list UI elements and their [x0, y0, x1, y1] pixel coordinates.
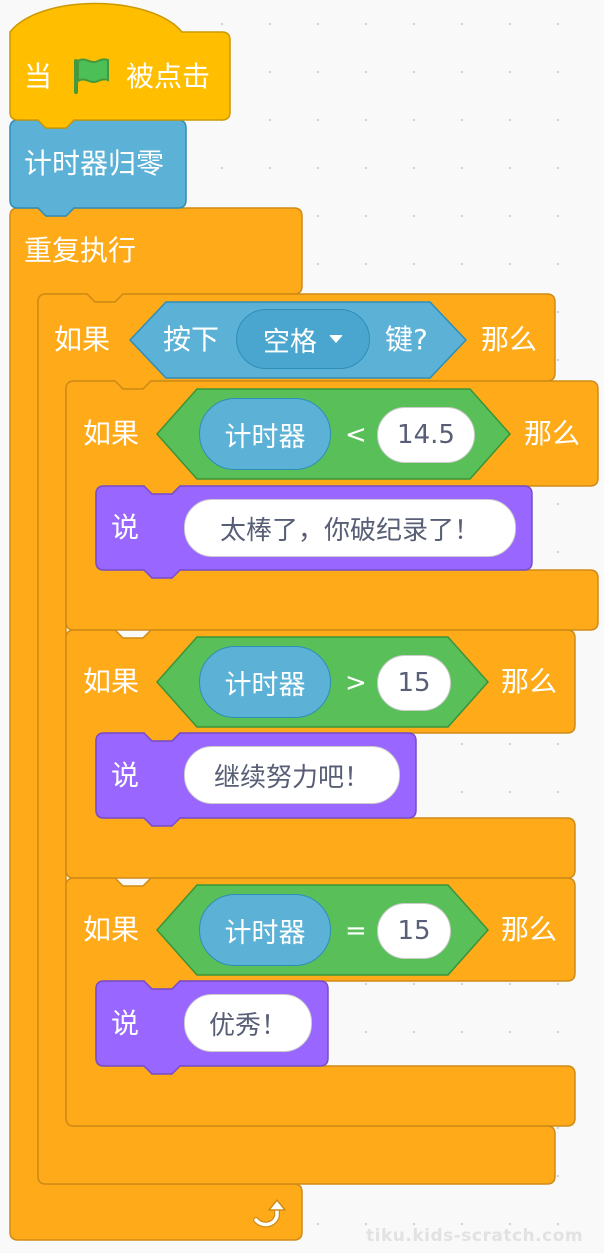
reset-timer-label: 计时器归零: [24, 147, 165, 180]
threshold-input-3[interactable]: 15: [377, 903, 451, 959]
forever-label: 重复执行: [24, 234, 137, 267]
inner-if-3-then-label: 那么: [501, 913, 558, 946]
inner-if-2-label: 如果: [83, 665, 140, 698]
when-flag-clicked-block[interactable]: [9, 2, 231, 129]
timer-reporter-3[interactable]: 计时器: [199, 894, 331, 966]
say-2-label: 说: [111, 759, 140, 792]
green-flag-icon: [74, 58, 109, 94]
key-pressed-label: 按下: [163, 323, 220, 356]
equals-operator: =: [345, 916, 367, 946]
inner-if-1-label: 如果: [83, 417, 140, 450]
timer-reporter-1[interactable]: 计时器: [199, 398, 331, 470]
key-dropdown-value: 空格: [263, 326, 317, 358]
hat-suffix-label: 被点击: [126, 60, 211, 93]
threshold-input-2[interactable]: 15: [377, 655, 451, 711]
say-message-input-2[interactable]: 继续努力吧！: [184, 746, 400, 804]
inner-if-1-then-label: 那么: [524, 417, 581, 450]
less-than-operator: <: [345, 420, 367, 450]
key-suffix-label: 键?: [385, 323, 428, 356]
say-message-input-3[interactable]: 优秀！: [184, 994, 312, 1052]
hat-prefix-label: 当: [24, 60, 53, 93]
chevron-down-icon: [329, 335, 343, 343]
greater-than-operator: >: [345, 668, 367, 698]
inner-if-2-then-label: 那么: [501, 665, 558, 698]
outer-if-then-label: 那么: [481, 323, 538, 356]
threshold-input-1[interactable]: 14.5: [377, 407, 475, 463]
say-1-label: 说: [111, 511, 140, 544]
key-dropdown[interactable]: 空格: [236, 309, 370, 369]
reset-timer-block[interactable]: [9, 119, 187, 217]
timer-reporter-2[interactable]: 计时器: [199, 646, 331, 718]
outer-if-label: 如果: [54, 323, 111, 356]
watermark: tiku.kids-scratch.com: [366, 1226, 584, 1246]
loop-arrow-icon: [253, 1199, 286, 1228]
inner-if-3-label: 如果: [83, 913, 140, 946]
say-3-label: 说: [111, 1007, 140, 1040]
say-message-input-1[interactable]: 太棒了，你破纪录了！: [184, 499, 516, 557]
